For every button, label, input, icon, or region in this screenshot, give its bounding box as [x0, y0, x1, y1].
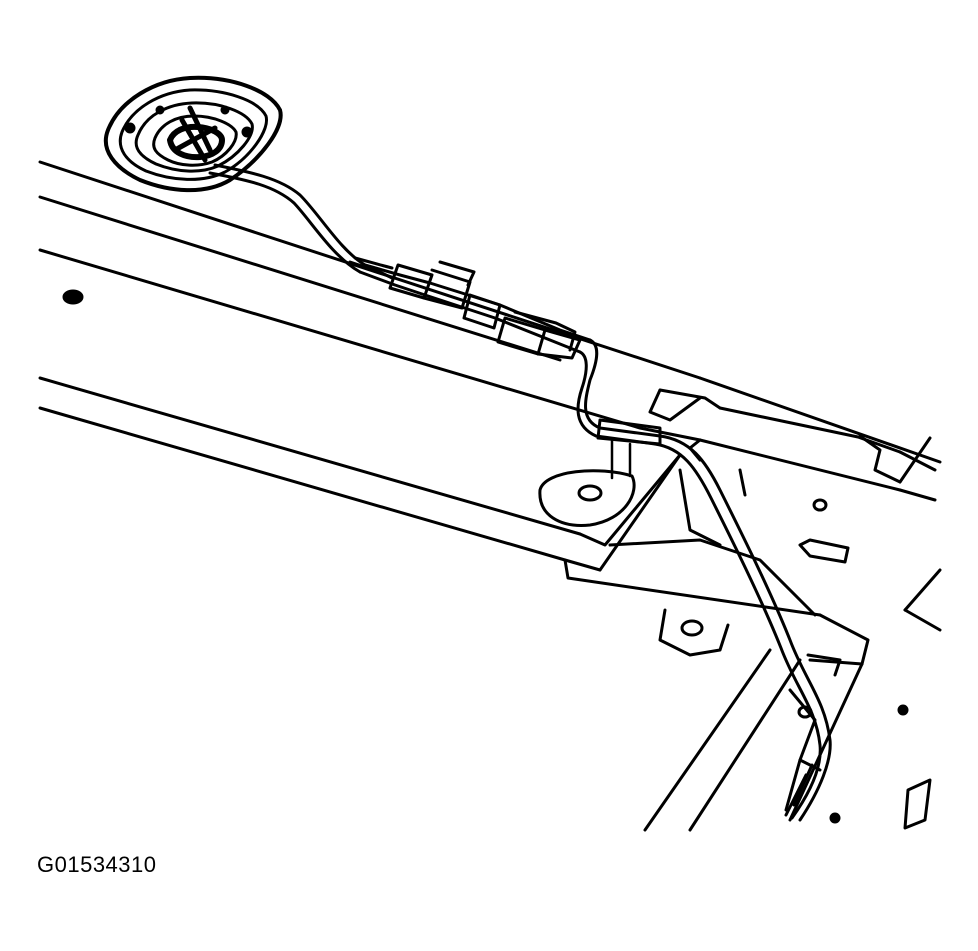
- roof-bow-rails: [40, 162, 940, 615]
- cable-connectors: [350, 258, 660, 478]
- figure-id-label: G01534310: [37, 852, 157, 877]
- antenna-cable: [210, 165, 830, 820]
- pillar-retainer: [786, 655, 840, 810]
- mounting-holes: [64, 291, 930, 828]
- antenna-pad: [106, 78, 281, 190]
